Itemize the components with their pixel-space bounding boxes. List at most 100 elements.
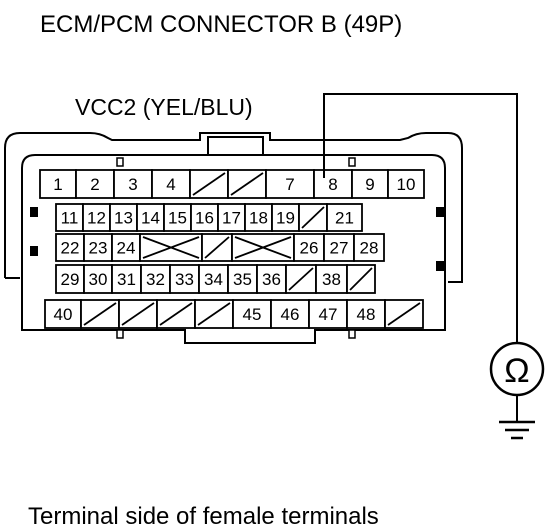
terminal-cell: 1 <box>39 169 77 199</box>
terminal-cell: 15 <box>163 203 192 232</box>
terminal-cell: 14 <box>136 203 165 232</box>
terminal-number: 9 <box>365 175 374 194</box>
terminal-cell: 24 <box>111 233 141 262</box>
terminal-number: 12 <box>87 209 106 228</box>
terminal-number: 35 <box>233 270 252 289</box>
terminal-cell: 29 <box>55 264 85 294</box>
terminal-cell: 16 <box>190 203 219 232</box>
terminal-blocked <box>231 233 295 262</box>
terminal-number: 18 <box>249 209 268 228</box>
terminal-cell: 19 <box>271 203 300 232</box>
terminal-number: 3 <box>128 175 137 194</box>
terminal-cell: 4 <box>151 169 191 199</box>
terminal-empty <box>201 233 233 262</box>
terminal-number: 47 <box>319 305 338 324</box>
probe-wire <box>323 93 518 422</box>
terminal-cell: 17 <box>217 203 246 232</box>
ohmmeter-icon: Ω <box>489 341 545 397</box>
terminal-number: 29 <box>61 270 80 289</box>
terminal-empty <box>384 299 424 329</box>
terminal-number: 1 <box>53 175 62 194</box>
terminal-empty <box>346 264 376 294</box>
terminal-number: 24 <box>117 239 136 258</box>
terminal-cell: 12 <box>82 203 111 232</box>
terminal-cell: 8 <box>313 169 353 199</box>
terminal-cell: 18 <box>244 203 273 232</box>
terminal-cell: 28 <box>353 233 385 262</box>
terminal-empty <box>80 299 120 329</box>
terminal-cell: 23 <box>83 233 113 262</box>
terminal-cell: 38 <box>315 264 348 294</box>
terminal-cell: 13 <box>109 203 138 232</box>
terminal-cell: 32 <box>140 264 171 294</box>
terminal-empty <box>156 299 196 329</box>
ground-icon <box>499 420 535 440</box>
terminal-number: 22 <box>61 239 80 258</box>
terminal-empty <box>227 169 267 199</box>
terminal-cell: 9 <box>351 169 389 199</box>
terminal-number: 26 <box>300 239 319 258</box>
terminal-number: 17 <box>222 209 241 228</box>
terminal-number: 38 <box>322 270 341 289</box>
terminal-number: 16 <box>195 209 214 228</box>
terminal-cell: 47 <box>308 299 348 329</box>
terminal-cell: 2 <box>75 169 115 199</box>
terminal-blocked <box>139 233 203 262</box>
terminal-number: 31 <box>117 270 136 289</box>
terminal-number: 13 <box>114 209 133 228</box>
terminal-number: 40 <box>54 305 73 324</box>
terminal-empty <box>285 264 317 294</box>
terminal-number: 27 <box>330 239 349 258</box>
ohm-symbol: Ω <box>504 352 529 390</box>
terminal-cell: 30 <box>83 264 113 294</box>
terminal-cell: 7 <box>265 169 315 199</box>
terminal-number: 32 <box>146 270 165 289</box>
terminal-cell: 40 <box>44 299 82 329</box>
terminal-number: 2 <box>90 175 99 194</box>
terminal-number: 7 <box>285 175 294 194</box>
terminal-cell: 48 <box>346 299 386 329</box>
terminal-number: 28 <box>360 239 379 258</box>
terminal-cell: 31 <box>111 264 142 294</box>
terminal-number: 14 <box>141 209 160 228</box>
caption: Terminal side of female terminals <box>28 503 379 530</box>
terminal-number: 23 <box>89 239 108 258</box>
terminal-empty <box>298 203 328 232</box>
terminal-number: 34 <box>204 270 223 289</box>
terminal-number: 45 <box>243 305 262 324</box>
terminal-cell: 45 <box>232 299 272 329</box>
terminal-number: 10 <box>397 175 416 194</box>
terminal-number: 48 <box>357 305 376 324</box>
terminal-cell: 10 <box>387 169 425 199</box>
terminal-cell: 21 <box>326 203 363 232</box>
terminal-number: 46 <box>281 305 300 324</box>
terminal-number: 11 <box>61 209 79 228</box>
connector-housing <box>4 132 463 344</box>
connector-keys <box>116 157 356 339</box>
terminal-number: 4 <box>166 175 175 194</box>
diagram-title: ECM/PCM CONNECTOR B (49P) <box>40 11 402 38</box>
terminal-number: 36 <box>262 270 281 289</box>
terminal-number: 33 <box>175 270 194 289</box>
terminal-cell: 36 <box>256 264 287 294</box>
terminal-empty <box>194 299 234 329</box>
terminal-number: 19 <box>276 209 295 228</box>
terminal-cell: 35 <box>227 264 258 294</box>
terminal-cell: 34 <box>198 264 229 294</box>
terminal-number: 8 <box>328 175 337 194</box>
terminal-cell: 26 <box>293 233 325 262</box>
terminal-cell: 11 <box>55 203 84 232</box>
terminal-number: 21 <box>335 209 354 228</box>
terminal-empty <box>118 299 158 329</box>
terminal-cell: 33 <box>169 264 200 294</box>
terminal-number: 30 <box>89 270 108 289</box>
terminal-cell: 22 <box>55 233 85 262</box>
wire-label: VCC2 (YEL/BLU) <box>75 94 253 120</box>
terminal-cell: 27 <box>323 233 355 262</box>
connector-latches <box>30 207 444 271</box>
terminal-cell: 3 <box>113 169 153 199</box>
terminal-number: 15 <box>168 209 187 228</box>
terminal-cell: 46 <box>270 299 310 329</box>
